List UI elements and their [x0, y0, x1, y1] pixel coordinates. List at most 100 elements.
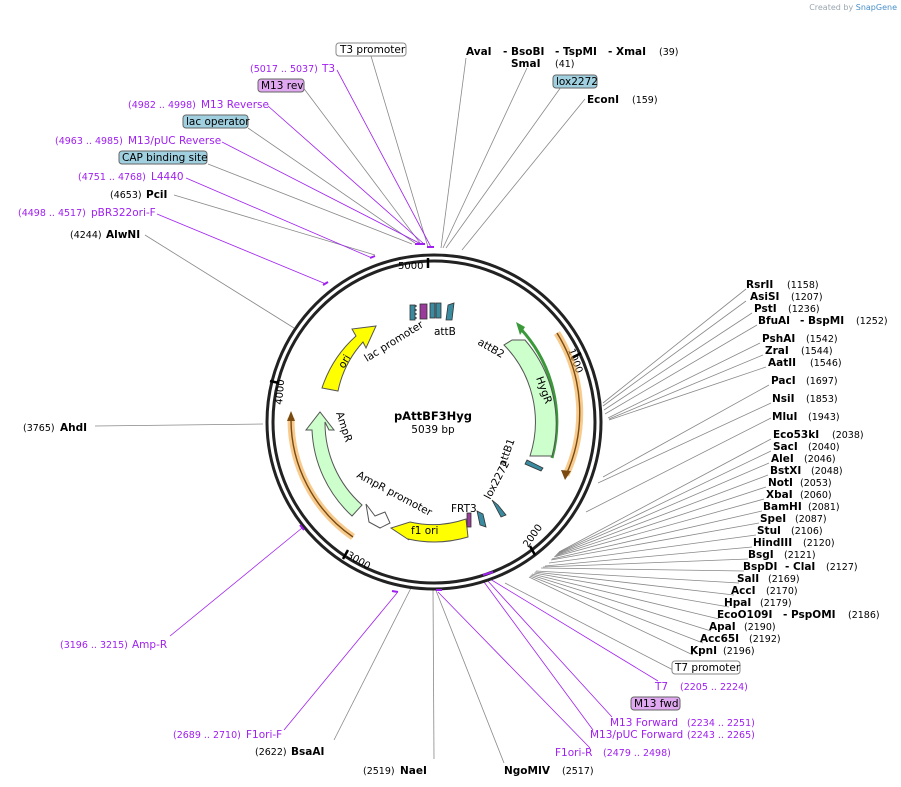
svg-text:(2169): (2169) — [768, 574, 800, 585]
ori-arrow — [321, 325, 377, 392]
site-pshai: PshAI — [762, 333, 795, 345]
ampr-arrow — [304, 411, 363, 517]
backbone-outer — [265, 253, 603, 591]
lac-promoter-label: lac promoter — [362, 318, 426, 364]
svg-text:(2060): (2060) — [800, 490, 832, 501]
svg-text:lac operator: lac operator — [186, 116, 250, 128]
svg-text:lox2272: lox2272 — [556, 76, 598, 88]
box-cap-binding-site: CAP binding site — [118, 150, 208, 165]
site-zrai: ZraI — [765, 345, 789, 357]
lac-operator-mark — [419, 303, 428, 320]
orange-arc-left-head — [287, 411, 295, 421]
site-bstxi: BstXI — [770, 465, 801, 477]
pos-smai: (41) — [555, 59, 575, 70]
svg-text:(1542): (1542) — [806, 334, 838, 345]
svg-text:CAP binding site: CAP binding site — [122, 152, 208, 164]
site-hindiii: HindIII — [753, 537, 792, 549]
plasmid-name: pAttBF3Hyg — [394, 409, 472, 423]
frt3-label: FRT3 — [451, 503, 477, 515]
svg-text:(2040): (2040) — [808, 442, 840, 453]
site-psti: PstI — [754, 303, 777, 315]
site-mlui: MluI — [772, 411, 797, 423]
svg-text:T7 promoter: T7 promoter — [674, 662, 741, 674]
primer-t7: T7 — [654, 681, 668, 693]
svg-text:(2179): (2179) — [760, 598, 792, 609]
site-bspdi: BspDI — [743, 561, 777, 573]
attb-label: attB — [434, 326, 456, 338]
range-f1ori-r: (2479 .. 2498) — [603, 748, 671, 759]
orange-arc-right-head — [561, 470, 571, 480]
svg-text:(1697): (1697) — [806, 376, 838, 387]
pos-pcii: (4653) — [110, 190, 142, 201]
right-site-list: RsrII (1158) AsiSI (1207) PstI (1236) Bf… — [690, 279, 888, 657]
range-m13-puc-forward: (2243 .. 2265) — [687, 730, 755, 741]
primer-m13-reverse: M13 Reverse — [201, 99, 269, 111]
site-bamhi: BamHI — [763, 501, 802, 513]
site-aatii: AatII — [768, 357, 796, 369]
pos-naei: (2519) — [363, 766, 395, 777]
hygr-green-arc-head — [516, 322, 525, 335]
tick-2000: 2000 — [521, 523, 545, 550]
primer-amp-r: Amp-R — [132, 639, 167, 651]
svg-text:(1544): (1544) — [801, 346, 833, 357]
hygr-arrow — [503, 339, 557, 457]
tick-4000: 4000 — [274, 379, 287, 405]
site-spei: SpeI — [760, 513, 786, 525]
site-asisi: AsiSI — [750, 291, 779, 303]
small-features — [409, 302, 544, 528]
site-smai: SmaI — [511, 58, 541, 70]
site-bsaai: BsaAI — [291, 746, 324, 758]
site-acc65i: Acc65I — [700, 633, 739, 645]
ori-label: ori — [336, 353, 353, 371]
site-sali: SalI — [737, 573, 759, 585]
site-xmai: - XmaI — [608, 46, 646, 58]
svg-text:(2053): (2053) — [800, 478, 832, 489]
range-m13-forward: (2234 .. 2251) — [687, 718, 755, 729]
box-t3-promoter: T3 promoter — [335, 42, 407, 57]
site-bfuai: BfuAI — [758, 315, 790, 327]
primer-l4440: L4440 — [151, 171, 184, 183]
attb2-label: attB2 — [476, 336, 507, 361]
svg-text:T3 promoter: T3 promoter — [339, 44, 406, 56]
svg-text:- PspOMI: - PspOMI — [783, 609, 836, 621]
site-alei: AleI — [771, 453, 794, 465]
svg-text:(2038): (2038) — [832, 430, 864, 441]
site-bsobi: - BsoBI — [503, 46, 544, 58]
box-lox2272-top: lox2272 — [552, 74, 598, 89]
site-bsgi: BsgI — [748, 549, 774, 561]
primer-t3: T3 — [321, 63, 335, 75]
site-xbai: XbaI — [766, 489, 793, 501]
box-m13-fwd: M13 fwd — [630, 696, 681, 711]
svg-text:(1546): (1546) — [810, 358, 842, 369]
ampr-promoter-label: AmpR promoter — [355, 469, 435, 519]
site-saci: SacI — [773, 441, 798, 453]
site-paci: PacI — [771, 375, 796, 387]
backbone-inner — [271, 259, 597, 585]
site-noti: NotI — [768, 477, 793, 489]
svg-text:(2087): (2087) — [795, 514, 827, 525]
tick-3000: 3000 — [345, 550, 373, 572]
svg-text:(1252): (1252) — [856, 316, 888, 327]
svg-text:(2186): (2186) — [848, 610, 880, 621]
range-t3: (5017 .. 5037) — [250, 64, 318, 75]
svg-text:(2190): (2190) — [744, 622, 776, 633]
site-ecoo109i: EcoO109I — [717, 609, 772, 621]
svg-text:(1236): (1236) — [788, 304, 820, 315]
range-amp-r: (3196 .. 3215) — [60, 640, 128, 651]
svg-text:(2192): (2192) — [749, 634, 781, 645]
plasmid-size: 5039 bp — [411, 424, 455, 436]
svg-text:(2121): (2121) — [784, 550, 816, 561]
pos-xmai: (39) — [659, 47, 679, 58]
site-eco53ki: Eco53kI — [773, 429, 819, 441]
f1-ori-arrow — [389, 518, 469, 543]
frt3-mark — [466, 512, 472, 528]
range-pbr322: (4498 .. 4517) — [18, 208, 86, 219]
site-alwni: AlwNI — [106, 229, 140, 241]
svg-text:(2106): (2106) — [791, 526, 823, 537]
primer-m13-puc-forward: M13/pUC Forward — [590, 729, 683, 741]
svg-text:(2127): (2127) — [826, 562, 858, 573]
pos-ahdi: (3765) — [23, 423, 55, 434]
snapgene-logo: SnapGene — [855, 3, 897, 12]
range-t7: (2205 .. 2224) — [680, 682, 748, 693]
svg-text:(1853): (1853) — [806, 394, 838, 405]
